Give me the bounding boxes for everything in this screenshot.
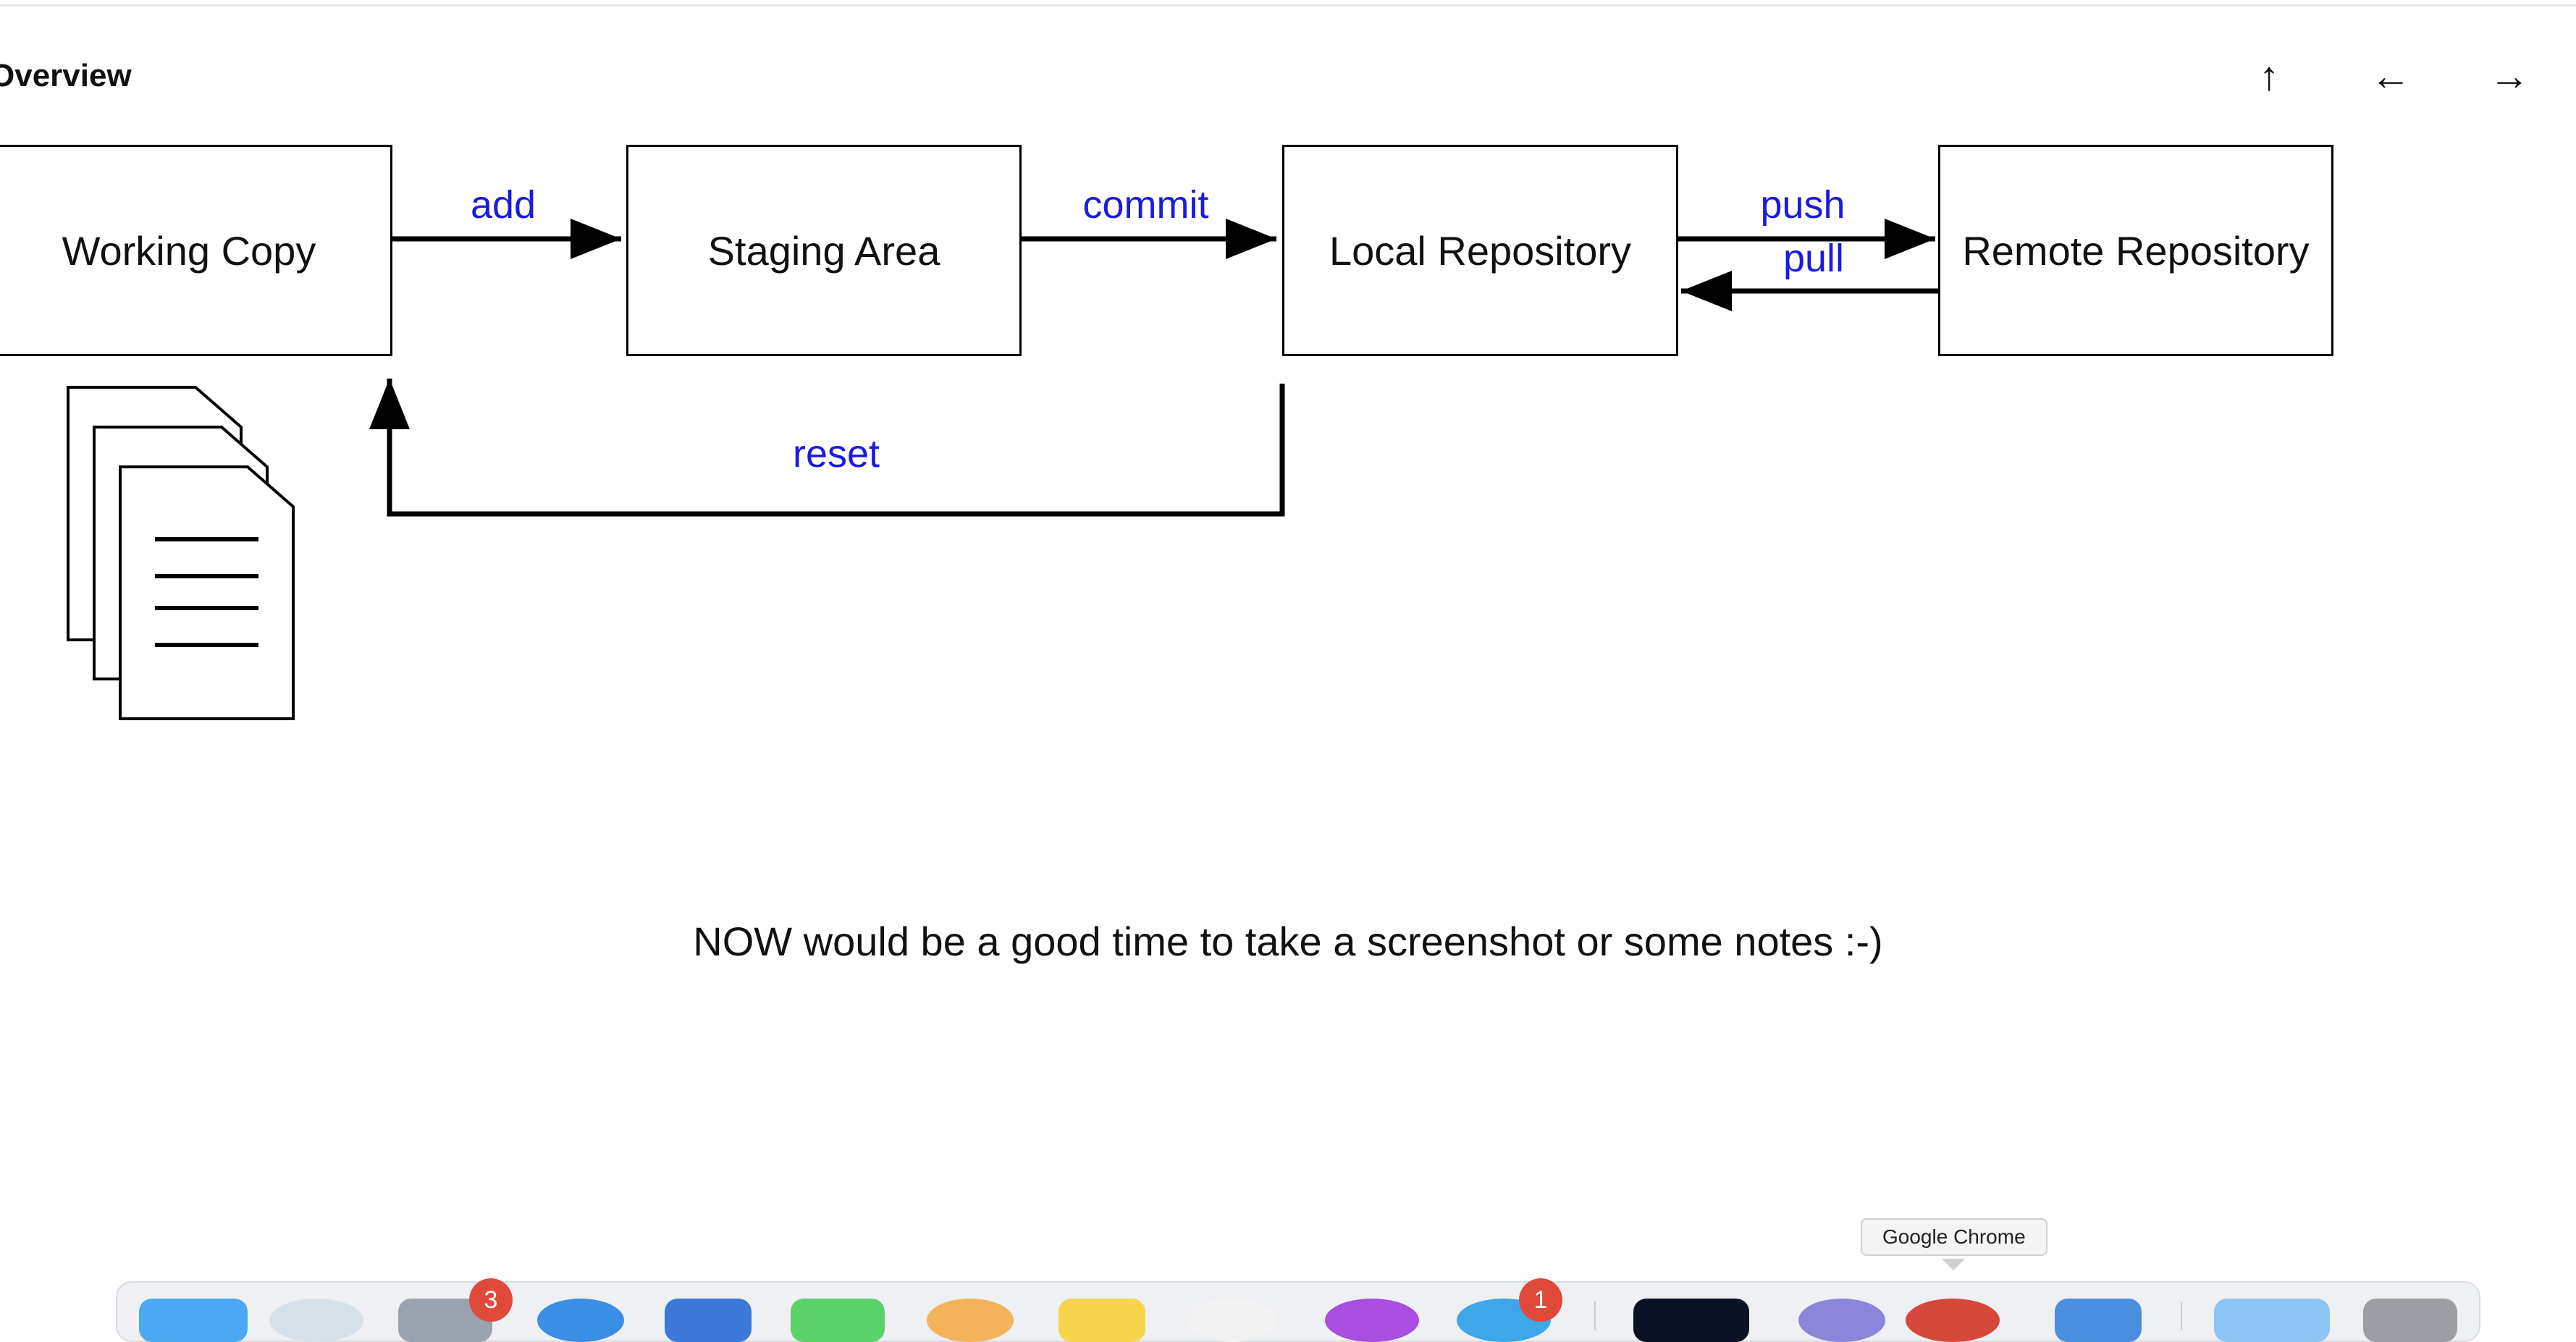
notes-icon[interactable]: [1058, 1299, 1145, 1342]
notification-badge: 3: [469, 1278, 513, 1322]
teams-icon[interactable]: [1798, 1299, 1885, 1342]
dock-separator: [2181, 1301, 2182, 1330]
dock: 3 1: [116, 1278, 2480, 1342]
trash-icon[interactable]: [2363, 1299, 2457, 1342]
working-copy-node: Working Copy: [0, 145, 392, 356]
dock-tooltip: Google Chrome: [1861, 1218, 2047, 1256]
clock-icon[interactable]: [1189, 1299, 1276, 1342]
pull-label: pull: [1782, 237, 1845, 280]
google-chrome-icon[interactable]: [1906, 1299, 2000, 1342]
messages-icon[interactable]: [791, 1299, 885, 1342]
notification-badge: 1: [1519, 1278, 1562, 1322]
photos-icon[interactable]: [927, 1299, 1014, 1342]
right-arrow-icon[interactable]: →: [2489, 52, 2530, 98]
safari-icon[interactable]: [537, 1299, 624, 1342]
dock-separator: [1594, 1301, 1596, 1330]
up-arrow-icon[interactable]: ↑: [2259, 52, 2279, 98]
push-label: push: [1760, 183, 1845, 227]
left-arrow-icon[interactable]: ←: [2370, 52, 2411, 98]
reset-label: reset: [792, 432, 880, 476]
add-label: add: [470, 183, 536, 227]
screenshot-message: NOW would be a good time to take a scree…: [693, 919, 1883, 964]
files-icon: [67, 386, 295, 720]
launchpad-icon[interactable]: [269, 1299, 363, 1342]
tooltip-caret: [1942, 1259, 1965, 1270]
podcasts-icon[interactable]: [1325, 1299, 1419, 1342]
terminal-icon[interactable]: [1633, 1299, 1749, 1342]
preview-icon[interactable]: [2055, 1299, 2142, 1342]
page-title: Overview: [0, 58, 132, 93]
reset-arrow: [369, 379, 1285, 517]
folder-icon[interactable]: [2214, 1299, 2330, 1342]
top-divider: [0, 0, 2576, 7]
mail-icon[interactable]: [665, 1299, 752, 1342]
local-repository-node: Local Repository: [1282, 145, 1678, 356]
remote-repository-node: Remote Repository: [1938, 145, 2333, 356]
commit-label: commit: [1082, 183, 1209, 227]
finder-icon[interactable]: [139, 1299, 248, 1342]
staging-area-node: Staging Area: [626, 145, 1022, 356]
